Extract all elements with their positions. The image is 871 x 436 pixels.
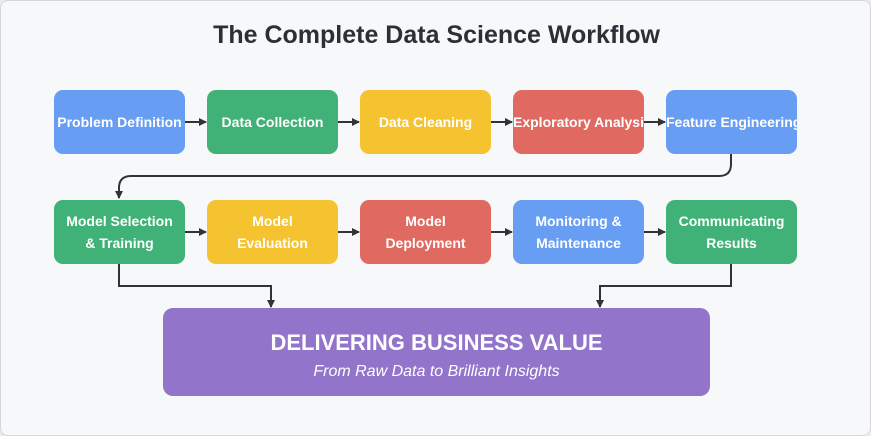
step-model-deployment: Model Deployment bbox=[360, 200, 491, 264]
step-label: Monitoring & Maintenance bbox=[535, 213, 622, 251]
step-label: Model Selection & Training bbox=[66, 213, 173, 251]
step-label: Model Deployment bbox=[385, 213, 466, 251]
step-label: Communicating Results bbox=[678, 213, 785, 251]
step-model-evaluation: Model Evaluation bbox=[207, 200, 338, 264]
step-communicating-results: Communicating Results bbox=[666, 200, 797, 264]
arrow-communicating-to-value bbox=[596, 264, 732, 308]
step-exploratory-analysis: Exploratory Analysis bbox=[513, 90, 644, 154]
business-value-subtitle: From Raw Data to Brilliant Insights bbox=[313, 363, 560, 380]
diagram-title: The Complete Data Science Workflow bbox=[213, 21, 660, 49]
step-problem-definition: Problem Definition bbox=[54, 90, 185, 154]
step-label: Data Cleaning bbox=[378, 114, 473, 130]
business-value-title: DELIVERING BUSINESS VALUE bbox=[270, 330, 603, 355]
arrow-selection-to-value bbox=[118, 264, 275, 308]
business-value-box: DELIVERING BUSINESS VALUE From Raw Data … bbox=[163, 308, 710, 396]
step-feature-engineering: Feature Engineering bbox=[666, 90, 797, 154]
arrow-feature-to-model-selection bbox=[115, 154, 732, 199]
step-label: Exploratory Analysis bbox=[513, 114, 644, 130]
step-monitoring-maintenance: Monitoring & Maintenance bbox=[513, 200, 644, 264]
step-data-cleaning: Data Cleaning bbox=[360, 90, 491, 154]
step-label: Data Collection bbox=[221, 114, 324, 130]
step-model-selection-training: Model Selection & Training bbox=[54, 200, 185, 264]
step-label: Model Evaluation bbox=[237, 213, 308, 251]
step-label: Problem Definition bbox=[57, 114, 182, 130]
step-label: Feature Engineering bbox=[666, 114, 797, 130]
step-data-collection: Data Collection bbox=[207, 90, 338, 154]
